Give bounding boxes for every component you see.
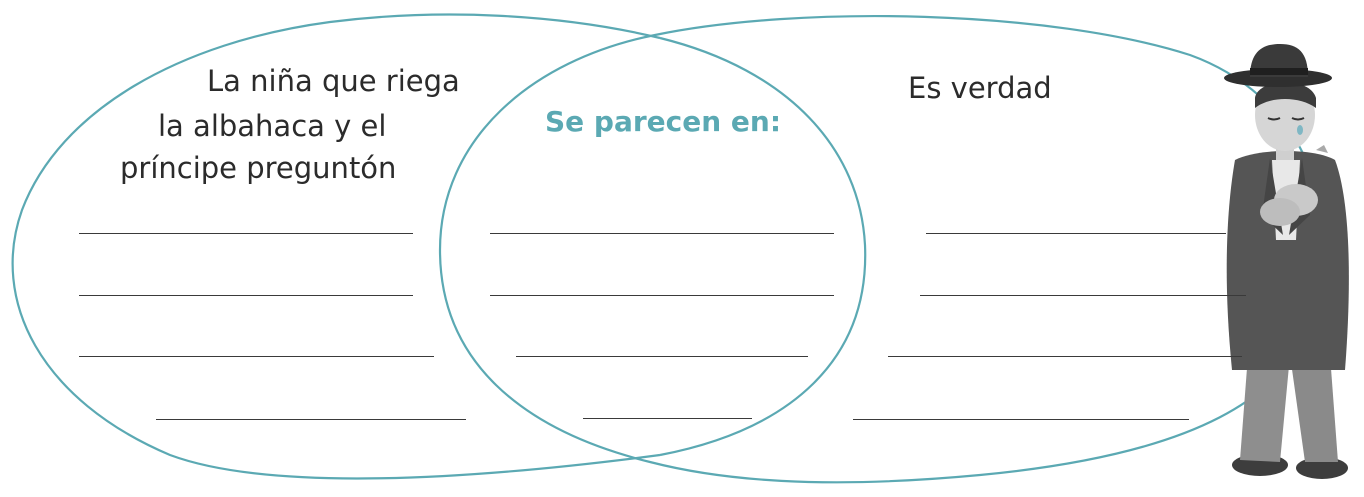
left-title-line-2: la albahaca y el xyxy=(158,109,387,143)
left-circle-outline xyxy=(11,13,661,480)
right-writing-line[interactable] xyxy=(920,295,1246,296)
right-writing-line[interactable] xyxy=(853,419,1189,420)
left-title-line-3: príncipe preguntón xyxy=(120,151,397,185)
left-writing-line[interactable] xyxy=(79,233,413,234)
left-writing-line[interactable] xyxy=(79,356,434,357)
left-writing-line[interactable] xyxy=(156,419,466,420)
left-writing-line[interactable] xyxy=(79,295,413,296)
right-title: Es verdad xyxy=(908,71,1052,105)
middle-title: Se parecen en: xyxy=(545,105,782,138)
middle-writing-line[interactable] xyxy=(516,356,808,357)
left-circle-inner-arc xyxy=(659,36,867,457)
right-writing-line[interactable] xyxy=(926,233,1226,234)
right-circle-outline xyxy=(438,14,1327,484)
right-writing-line[interactable] xyxy=(888,356,1242,357)
middle-writing-line[interactable] xyxy=(490,233,834,234)
middle-writing-line[interactable] xyxy=(583,418,752,419)
left-title-line-1: La niña que riega xyxy=(207,64,460,98)
middle-writing-line[interactable] xyxy=(490,295,834,296)
man-with-hat-illustration xyxy=(1224,44,1349,479)
